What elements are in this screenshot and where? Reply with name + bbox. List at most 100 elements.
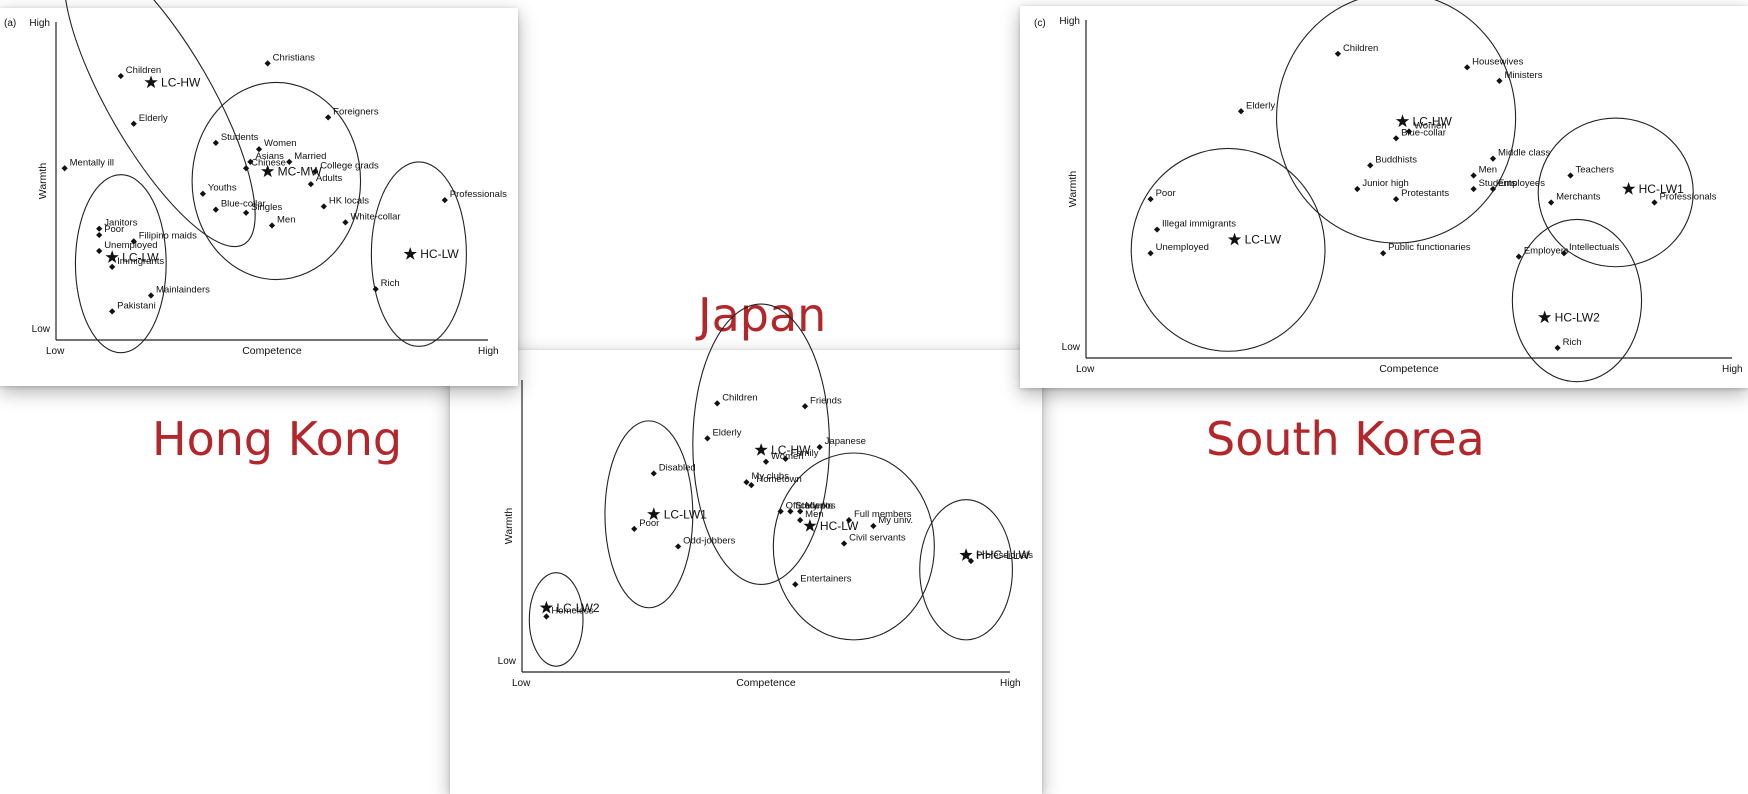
point-label-students: Students — [1479, 178, 1517, 189]
cluster-ellipse-4 — [1511, 218, 1643, 383]
point-label-mentally-ill: Mentally ill — [70, 157, 114, 168]
centroid-label-hc-lw: HC-LW — [820, 519, 859, 533]
point-children — [714, 400, 721, 407]
point-unemployed — [96, 247, 103, 255]
point-label-men: Men — [805, 509, 823, 520]
point-label-white-collar: White-collar — [350, 211, 400, 222]
point-label-immigrants: Immigrants — [117, 256, 164, 267]
point-label-foreigners: Foreigners — [333, 106, 379, 117]
point-label-my-univ: My univ. — [878, 515, 913, 526]
cluster-ellipse-3 — [604, 420, 694, 609]
point-label-family: Family — [791, 448, 819, 459]
point-label-my-co: My co. — [805, 500, 833, 511]
point-label-blue-collar: Blue-collar — [1401, 127, 1446, 138]
x-axis-label: Competence — [736, 677, 796, 689]
label-south-korea: South Korea — [1206, 412, 1485, 466]
point-label-children: Children — [1343, 43, 1378, 54]
y-axis-label: Warmth — [1067, 171, 1079, 208]
point-label-civil-servants: Civil servants — [849, 533, 906, 544]
centroid-star-hc-lw — [403, 247, 417, 260]
point-label-students: Students — [221, 132, 259, 143]
y-tick-low: Low — [32, 324, 51, 335]
point-label-rich: Rich — [381, 278, 400, 289]
point-professionals — [441, 196, 448, 204]
point-rich — [1554, 344, 1561, 351]
point-label-chinese: Chinese — [251, 157, 286, 168]
point-homeless — [543, 613, 550, 620]
centroid-label-lc-lw: LC-LW — [1245, 233, 1282, 247]
point-label-office-wrkrs: Office wrkrs — [786, 500, 836, 511]
point-students — [212, 139, 219, 146]
point-label-middle-class: Middle class — [1498, 148, 1551, 159]
point-label-disabled: Disabled — [659, 462, 696, 473]
point-label-employees: Employees — [1498, 178, 1545, 189]
point-label-filipino-maids: Filipino maids — [139, 230, 197, 241]
centroid-label-hhc-llw: HHC-LLW — [976, 548, 1030, 562]
point-hk-locals — [320, 203, 327, 210]
point-label-poor: Poor — [1156, 188, 1176, 199]
label-hong-kong: Hong Kong — [152, 412, 403, 466]
point-label-elderly: Elderly — [712, 427, 741, 438]
point-label-hometown: Hometown — [756, 474, 801, 485]
centroid-label-lc-lw1: LC-LW1 — [664, 507, 707, 521]
point-white-collar — [342, 219, 349, 226]
point-youths — [199, 190, 206, 197]
point-men — [1470, 172, 1477, 179]
centroid-star-lc-hw — [754, 443, 768, 456]
x-tick-low: Low — [46, 346, 65, 357]
x-tick-low: Low — [512, 678, 531, 689]
x-tick-high: High — [1000, 678, 1021, 689]
point-label-women: Women — [1414, 121, 1447, 132]
point-label-merchants: Merchants — [1556, 192, 1601, 203]
x-tick-low: Low — [1076, 364, 1095, 375]
point-middle-class — [1489, 155, 1497, 162]
point-janitors — [96, 225, 103, 232]
point-label-women: Women — [771, 451, 804, 462]
point-men — [268, 222, 276, 229]
point-rich — [372, 286, 379, 293]
point-chinese — [242, 165, 250, 172]
cluster-ellipse-4 — [74, 174, 167, 354]
point-women — [762, 458, 770, 465]
point-label-professionals: Professionals — [450, 189, 507, 200]
point-college-grads — [312, 168, 319, 175]
point-label-buddhists: Buddhists — [1375, 154, 1417, 165]
point-label-children: Children — [126, 65, 161, 76]
cluster-ellipse-3 — [370, 161, 467, 347]
point-label-mainlainders: Mainlainders — [156, 284, 210, 295]
point-odd-jobbers — [675, 543, 682, 550]
centroid-star-lc-lw2 — [539, 600, 554, 614]
point-public-functionaries — [1380, 250, 1387, 257]
point-label-college-grads: College grads — [320, 160, 379, 171]
point-elderly — [704, 435, 711, 442]
point-label-housewives: Housewives — [1472, 56, 1523, 67]
point-label-men: Men — [277, 215, 295, 226]
centroid-label-hc-lw2: HC-LW2 — [1555, 310, 1600, 324]
point-label-elderly: Elderly — [1246, 100, 1275, 111]
point-friends — [801, 403, 809, 410]
point-label-full-members: Full members — [854, 509, 912, 520]
centroid-label-lc-hw: LC-HW — [771, 443, 811, 457]
cluster-ellipse-4 — [919, 499, 1013, 641]
point-label-poor: Poor — [104, 224, 124, 235]
centroid-label-hc-lw: HC-LW — [420, 247, 459, 261]
point-merchants — [1548, 199, 1555, 206]
point-foreigners — [325, 114, 332, 121]
point-adults — [307, 181, 314, 188]
centroid-star-hhc-llw — [959, 548, 973, 561]
point-label-employers: Employers — [1524, 246, 1569, 257]
point-employers — [1515, 253, 1522, 260]
point-children — [1334, 50, 1342, 57]
point-poor — [96, 231, 103, 239]
point-label-intellectuals: Intellectuals — [1569, 242, 1619, 253]
panel-tag: (c) — [1034, 18, 1046, 29]
point-label-professionals: Professionals — [976, 550, 1033, 561]
point-label-unemployed: Unemployed — [104, 240, 157, 251]
point-poor — [1147, 196, 1154, 203]
point-label-children: Children — [722, 392, 757, 403]
point-elderly — [130, 120, 137, 127]
point-label-hk-locals: HK locals — [329, 195, 369, 206]
centroid-label-lc-hw: LC-HW — [161, 75, 201, 89]
point-label-pakistani: Pakistani — [117, 300, 156, 311]
